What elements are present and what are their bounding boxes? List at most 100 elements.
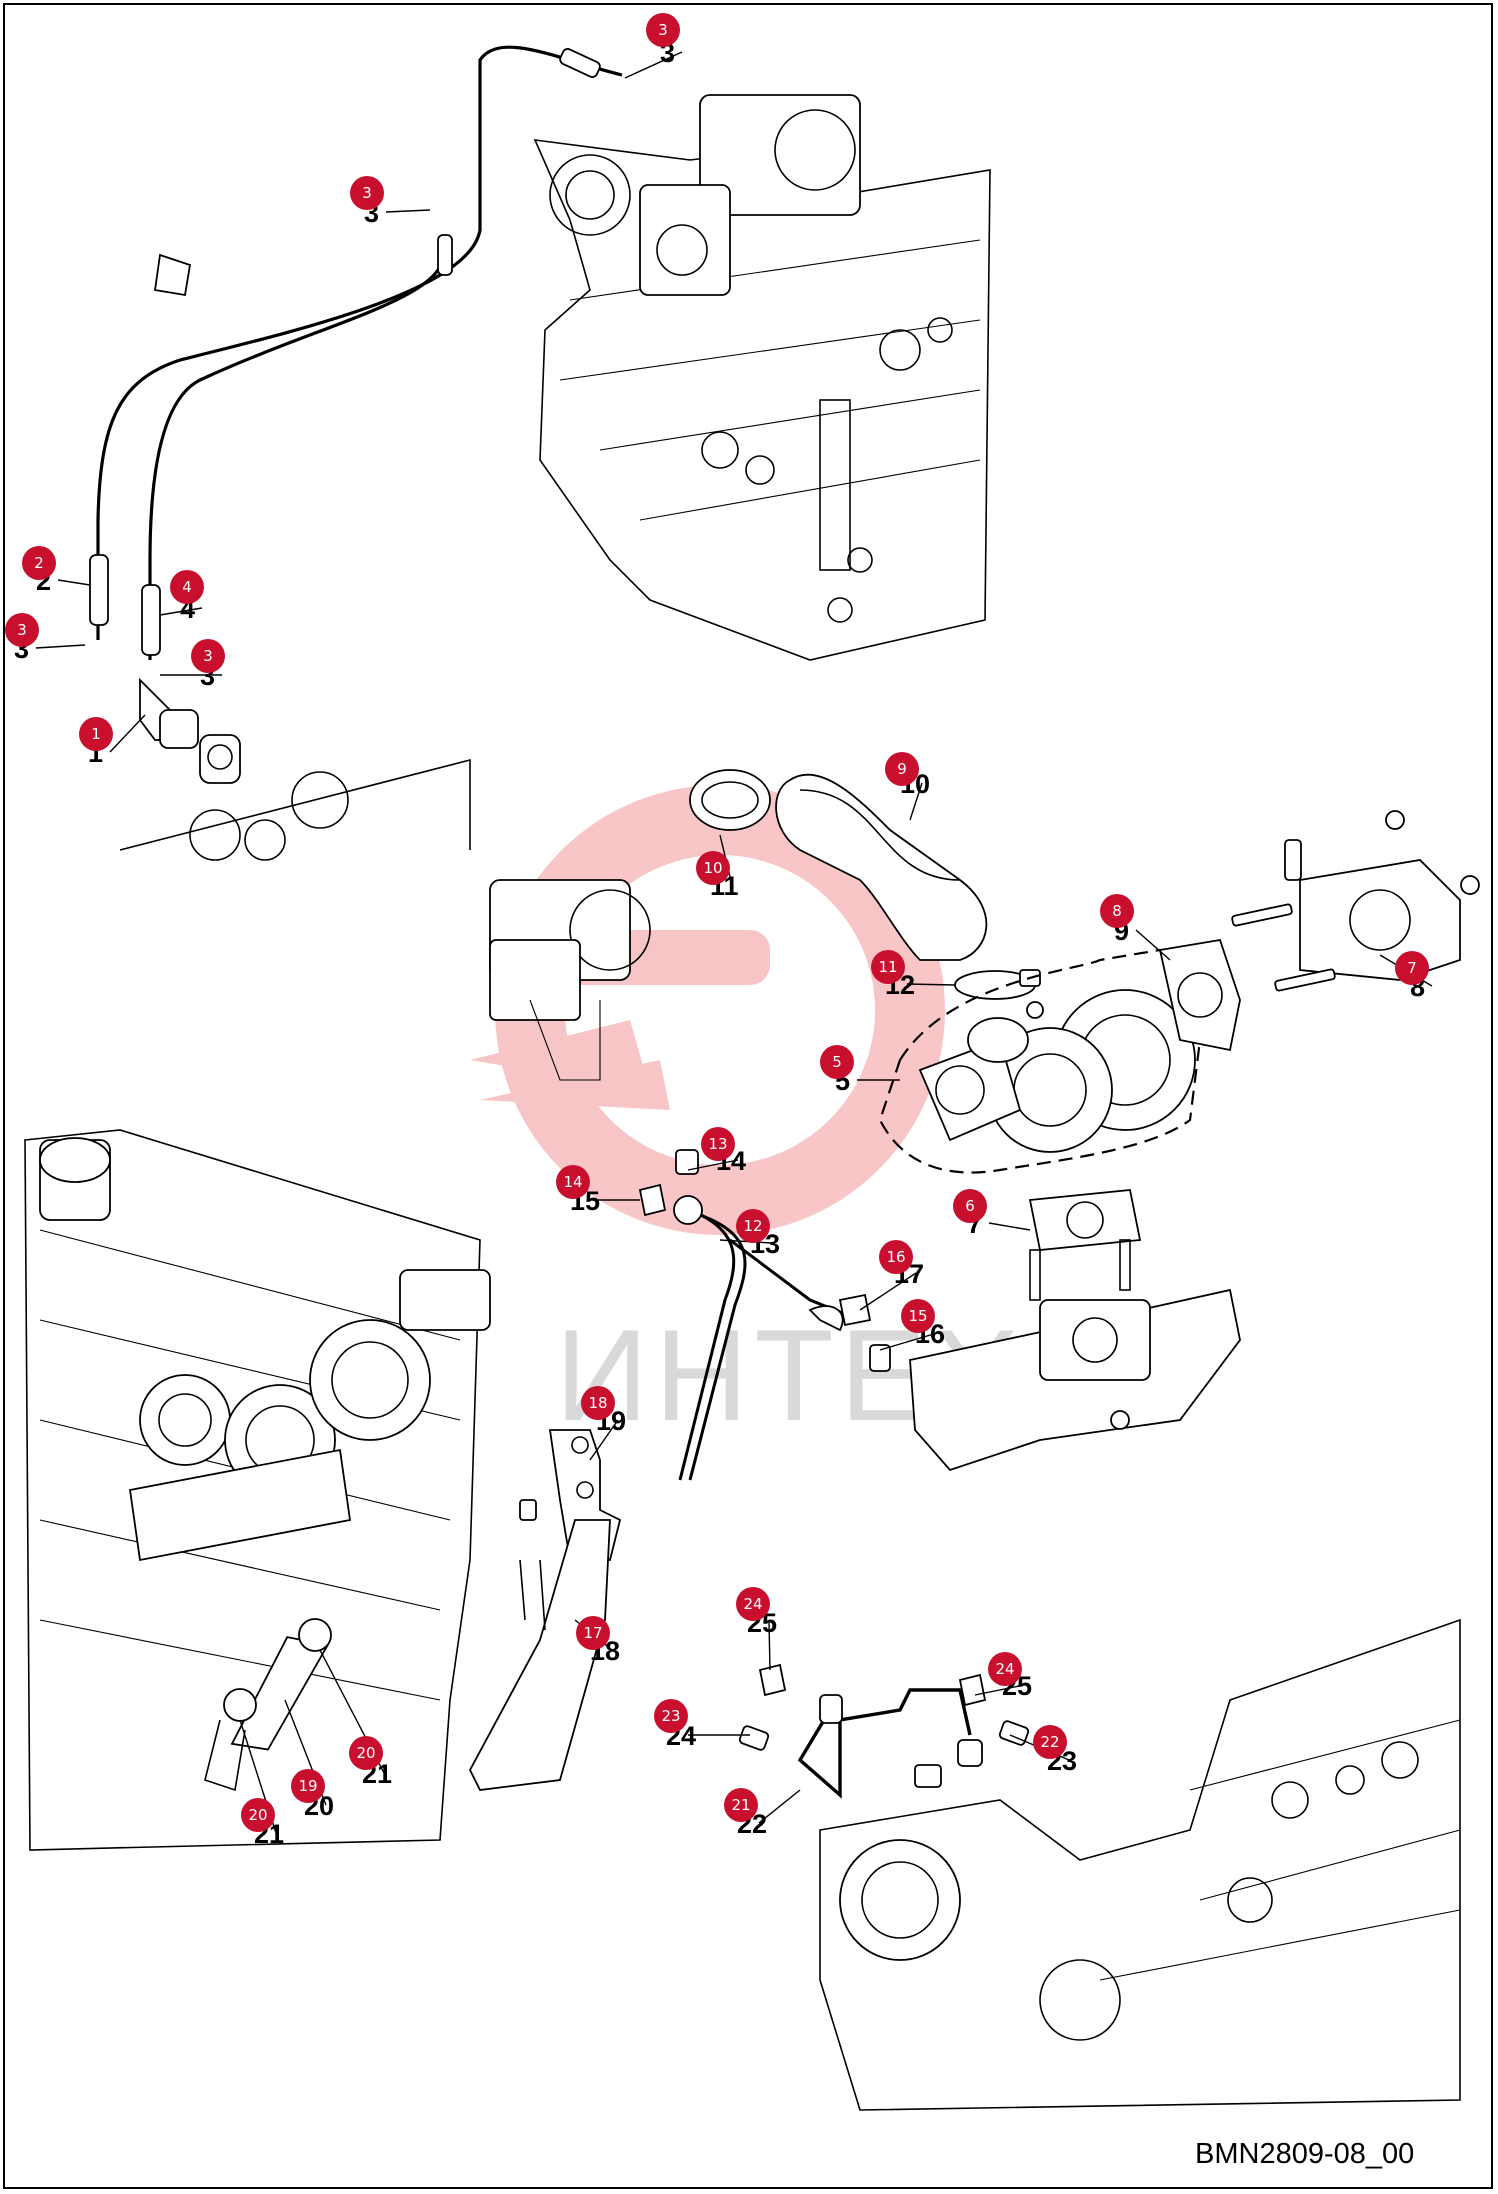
callout-bubble-label: 18	[588, 1394, 607, 1412]
diagram-code: BMN2809-08_00	[1195, 2138, 1414, 2170]
callout-bubble-label: 12	[743, 1217, 762, 1235]
callout-bubble[interactable]	[901, 1299, 935, 1333]
callout-bubble-label: 10	[703, 859, 722, 877]
callout-bubble[interactable]	[241, 1798, 275, 1832]
callout-bubble[interactable]	[349, 1736, 383, 1770]
callout-bubble[interactable]	[885, 752, 919, 786]
callout-4[interactable]: 44	[159, 570, 204, 624]
callout-bubble-label: 3	[17, 621, 27, 639]
callout-bubble[interactable]	[654, 1699, 688, 1733]
callout-3[interactable]: 33	[350, 176, 431, 228]
callout-bubble-label: 3	[203, 647, 213, 665]
callout-bubble[interactable]	[736, 1209, 770, 1243]
callout-bubble[interactable]	[576, 1616, 610, 1650]
callout-bubble-label: 23	[661, 1707, 680, 1725]
leader-line	[859, 1272, 917, 1311]
leader-line	[35, 644, 86, 649]
callout-bubble[interactable]	[879, 1240, 913, 1274]
callout-bubble-label: 20	[248, 1806, 267, 1824]
leader-line	[687, 1159, 739, 1171]
cylinder-head-top-illustration	[533, 94, 991, 661]
callout-bubble[interactable]	[1033, 1725, 1067, 1759]
callout-bubble-label: 17	[583, 1624, 602, 1642]
callout-bubble[interactable]	[696, 851, 730, 885]
head-gasket-partial	[119, 758, 471, 861]
exhaust-manifold	[909, 1239, 1241, 1472]
leader-line	[988, 1222, 1031, 1231]
leader-line	[909, 782, 923, 821]
callout-bubble[interactable]	[581, 1386, 615, 1420]
callout-bubble-label: 15	[908, 1307, 927, 1325]
callout-bubble[interactable]	[646, 13, 680, 47]
breather-hoses	[89, 45, 623, 784]
oil-feed-pipes	[638, 1149, 891, 1481]
callout-bubble-label: 21	[731, 1796, 750, 1814]
callout-10[interactable]: 109	[885, 752, 930, 821]
callout-7[interactable]: 76	[953, 1189, 1031, 1239]
engine-block-left-illustration	[24, 1129, 491, 1851]
callout-3[interactable]: 33	[624, 13, 683, 79]
callout-bubble[interactable]	[556, 1165, 590, 1199]
callout-layer: 3333224433331110911109887121155141315141…	[5, 13, 1433, 1849]
callout-9[interactable]: 98	[1100, 894, 1171, 961]
callout-bubble-label: 1	[91, 725, 101, 743]
callout-bubble[interactable]	[1100, 894, 1134, 928]
callout-bubble-label: 5	[832, 1053, 842, 1071]
callout-bubble[interactable]	[170, 570, 204, 604]
leader-line	[768, 1621, 771, 1671]
callout-bubble[interactable]	[191, 639, 225, 673]
callout-bubble-label: 2	[34, 554, 44, 572]
engine-block-right-illustration	[819, 1618, 1461, 2111]
callout-bubble[interactable]	[871, 950, 905, 984]
callout-bubble[interactable]	[291, 1769, 325, 1803]
callout-bubble[interactable]	[5, 613, 39, 647]
callout-bubble-label: 13	[708, 1135, 727, 1153]
callout-3[interactable]: 33	[160, 639, 225, 691]
callout-3[interactable]: 33	[5, 613, 86, 664]
callout-bubble-label: 24	[995, 1660, 1014, 1678]
callout-bubble[interactable]	[724, 1788, 758, 1822]
callout-bubble[interactable]	[988, 1652, 1022, 1686]
callout-1[interactable]: 11	[79, 714, 146, 768]
callout-bubble[interactable]	[820, 1045, 854, 1079]
turbo-gaskets	[1028, 938, 1241, 1251]
leader-line	[974, 1684, 1025, 1696]
leader-line	[159, 607, 203, 616]
leader-line	[1135, 929, 1171, 961]
callout-bubble[interactable]	[701, 1127, 735, 1161]
leader-line	[57, 579, 91, 586]
elbow-pipe	[1231, 810, 1480, 992]
callout-bubble-label: 7	[1407, 959, 1417, 977]
callout-5[interactable]: 55	[820, 1045, 900, 1096]
callout-8[interactable]: 87	[1379, 951, 1433, 1002]
leader-line	[719, 1239, 773, 1244]
callout-bubble[interactable]	[22, 546, 56, 580]
turbocharger-assembly	[878, 948, 1202, 1174]
callout-2[interactable]: 22	[22, 546, 91, 596]
callout-bubble[interactable]	[953, 1189, 987, 1223]
callout-bubble[interactable]	[736, 1587, 770, 1621]
thermostat-housing-middle	[489, 879, 651, 1081]
callout-bubble[interactable]	[1395, 951, 1429, 985]
callout-bubble[interactable]	[350, 176, 384, 210]
callout-bubble[interactable]	[79, 717, 113, 751]
callout-bubble-label: 4	[182, 578, 192, 596]
